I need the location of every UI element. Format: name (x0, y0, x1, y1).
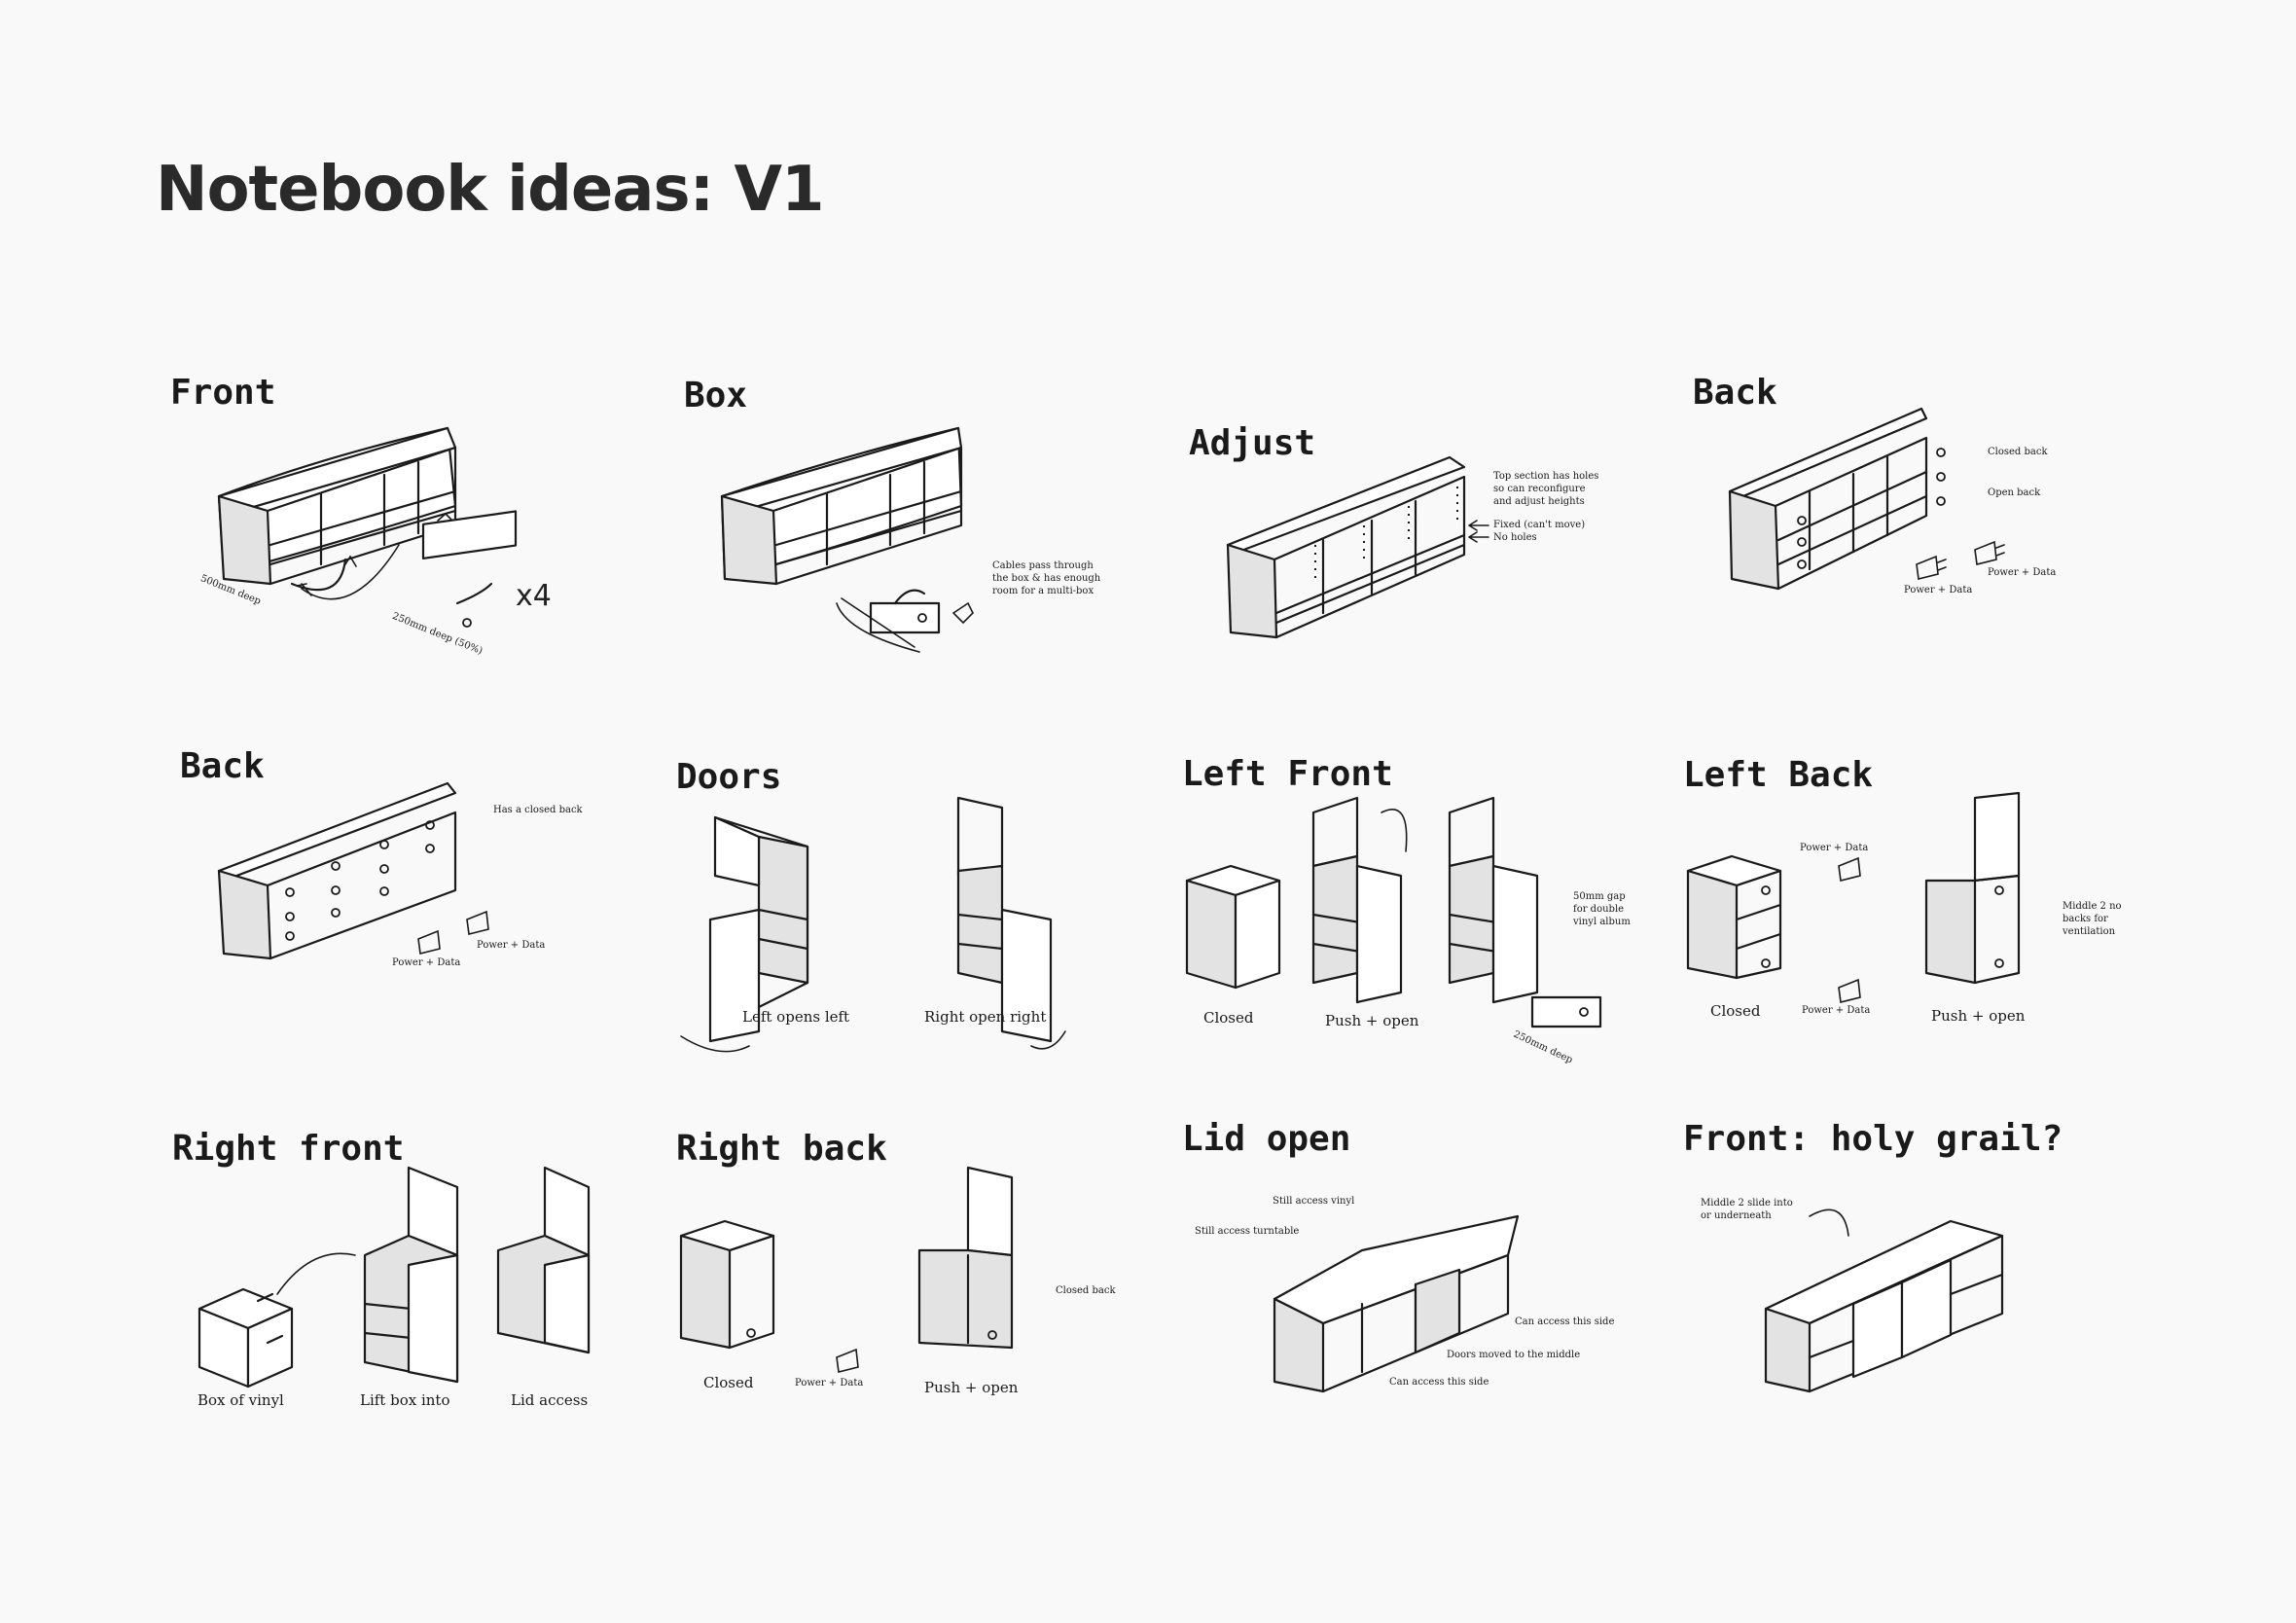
caption-closed-lf: Closed (1203, 1009, 1254, 1027)
note-can-access-side-2: Can access this side (1389, 1377, 1489, 1388)
plug-icon (1838, 978, 1861, 1003)
note-still-access-turntable: Still access turntable (1195, 1226, 1300, 1237)
page-title: Notebook ideas: V1 (156, 154, 824, 226)
holy-grail-drawing (1764, 1219, 2004, 1393)
heading-right-front: Right front (172, 1129, 405, 1169)
note-x4: x4 (516, 579, 552, 613)
arrow-icon (680, 1035, 750, 1053)
note-50mm-gap: 50mm gap for double vinyl album (1573, 891, 1631, 927)
heading-doors: Doors (676, 757, 782, 797)
heading-left-back: Left Back (1683, 755, 1874, 795)
box-unit-drawing (720, 426, 974, 653)
note-open-back: Open back (1988, 487, 2041, 498)
note-power-data-left: Power + Data (1904, 585, 1973, 595)
hand-icon (841, 597, 915, 648)
left-back-drawing (1686, 791, 2021, 985)
arrow-icon (1030, 1030, 1066, 1050)
arrow-icon (1381, 808, 1408, 852)
caption-right-open-right: Right open right (924, 1008, 1047, 1026)
caption-push-open-lb: Push + open (1931, 1007, 2026, 1025)
note-power-data-a: Power + Data (392, 957, 461, 968)
note-middle-2-no-backs: Middle 2 no backs for ventilation (2063, 901, 2122, 937)
note-no-holes: No holes (1493, 532, 1537, 543)
plug-icon (836, 1348, 859, 1373)
heading-left-front: Left Front (1182, 754, 1393, 794)
heading-back-top: Back (1693, 373, 1777, 413)
note-power-data-b: Power + Data (477, 940, 546, 951)
left-front-drawing (1185, 796, 1602, 1028)
heading-right-back: Right back (676, 1129, 887, 1169)
back2-unit-drawing (217, 781, 457, 960)
lid-open-drawing (1273, 1214, 1520, 1393)
arrow-icon (344, 555, 357, 567)
heading-back-closed: Back (180, 746, 265, 786)
plug-icon (1916, 555, 1947, 580)
heading-box: Box (684, 376, 748, 415)
note-power-data-rb: Power + Data (795, 1378, 864, 1389)
note-still-access-vinyl: Still access vinyl (1273, 1196, 1355, 1207)
caption-closed-rb: Closed (703, 1374, 754, 1391)
arrow-icon (1809, 1208, 1849, 1237)
arrow-icon (276, 1252, 356, 1295)
plug-icon (1974, 540, 2005, 565)
caption-closed-lb: Closed (1710, 1002, 1761, 1020)
front-unit-drawing (217, 426, 518, 628)
heading-front: Front (170, 373, 276, 413)
heading-holy-grail: Front: holy grail? (1683, 1119, 2063, 1159)
arrow-icon (296, 583, 312, 596)
plug-icon (1838, 856, 1861, 882)
back1-unit-drawing (1728, 407, 1946, 591)
caption-box-of-vinyl: Box of vinyl (197, 1391, 284, 1409)
arrow-icon (1468, 531, 1489, 543)
plug-icon (466, 910, 489, 935)
caption-lid-access: Lid access (511, 1391, 589, 1409)
note-cables: Cables pass through the box & has enough… (992, 560, 1101, 596)
note-top-section: Top section has holes so can reconfigure… (1493, 471, 1599, 507)
right-back-drawing (679, 1166, 1014, 1350)
caption-push-open-rb: Push + open (924, 1379, 1019, 1396)
note-fixed: Fixed (can't move) (1493, 520, 1586, 530)
adjust-unit-drawing (1226, 455, 1466, 639)
note-power-data-lb1: Power + Data (1800, 843, 1869, 853)
heading-adjust: Adjust (1189, 423, 1316, 463)
caption-left-opens-left: Left opens left (742, 1008, 850, 1026)
note-middle-2-slide: Middle 2 slide into or underneath (1701, 1198, 1793, 1221)
note-can-access-side-1: Can access this side (1515, 1316, 1615, 1327)
note-power-data-right: Power + Data (1988, 567, 2057, 578)
note-closed-back-rb: Closed back (1056, 1285, 1116, 1296)
right-front-drawing (197, 1166, 591, 1389)
plug-icon (417, 929, 441, 955)
heading-lid-open: Lid open (1182, 1119, 1351, 1159)
doors-drawing (708, 796, 1053, 1043)
caption-push-open-lf: Push + open (1325, 1012, 1419, 1029)
note-doors-moved: Doors moved to the middle (1447, 1350, 1581, 1360)
caption-lift-box-into: Lift box into (360, 1391, 450, 1409)
note-power-data-lb2: Power + Data (1802, 1005, 1871, 1016)
arrow-icon (1468, 520, 1489, 531)
note-has-closed-back: Has a closed back (493, 805, 583, 815)
note-closed-back: Closed back (1988, 447, 2048, 457)
